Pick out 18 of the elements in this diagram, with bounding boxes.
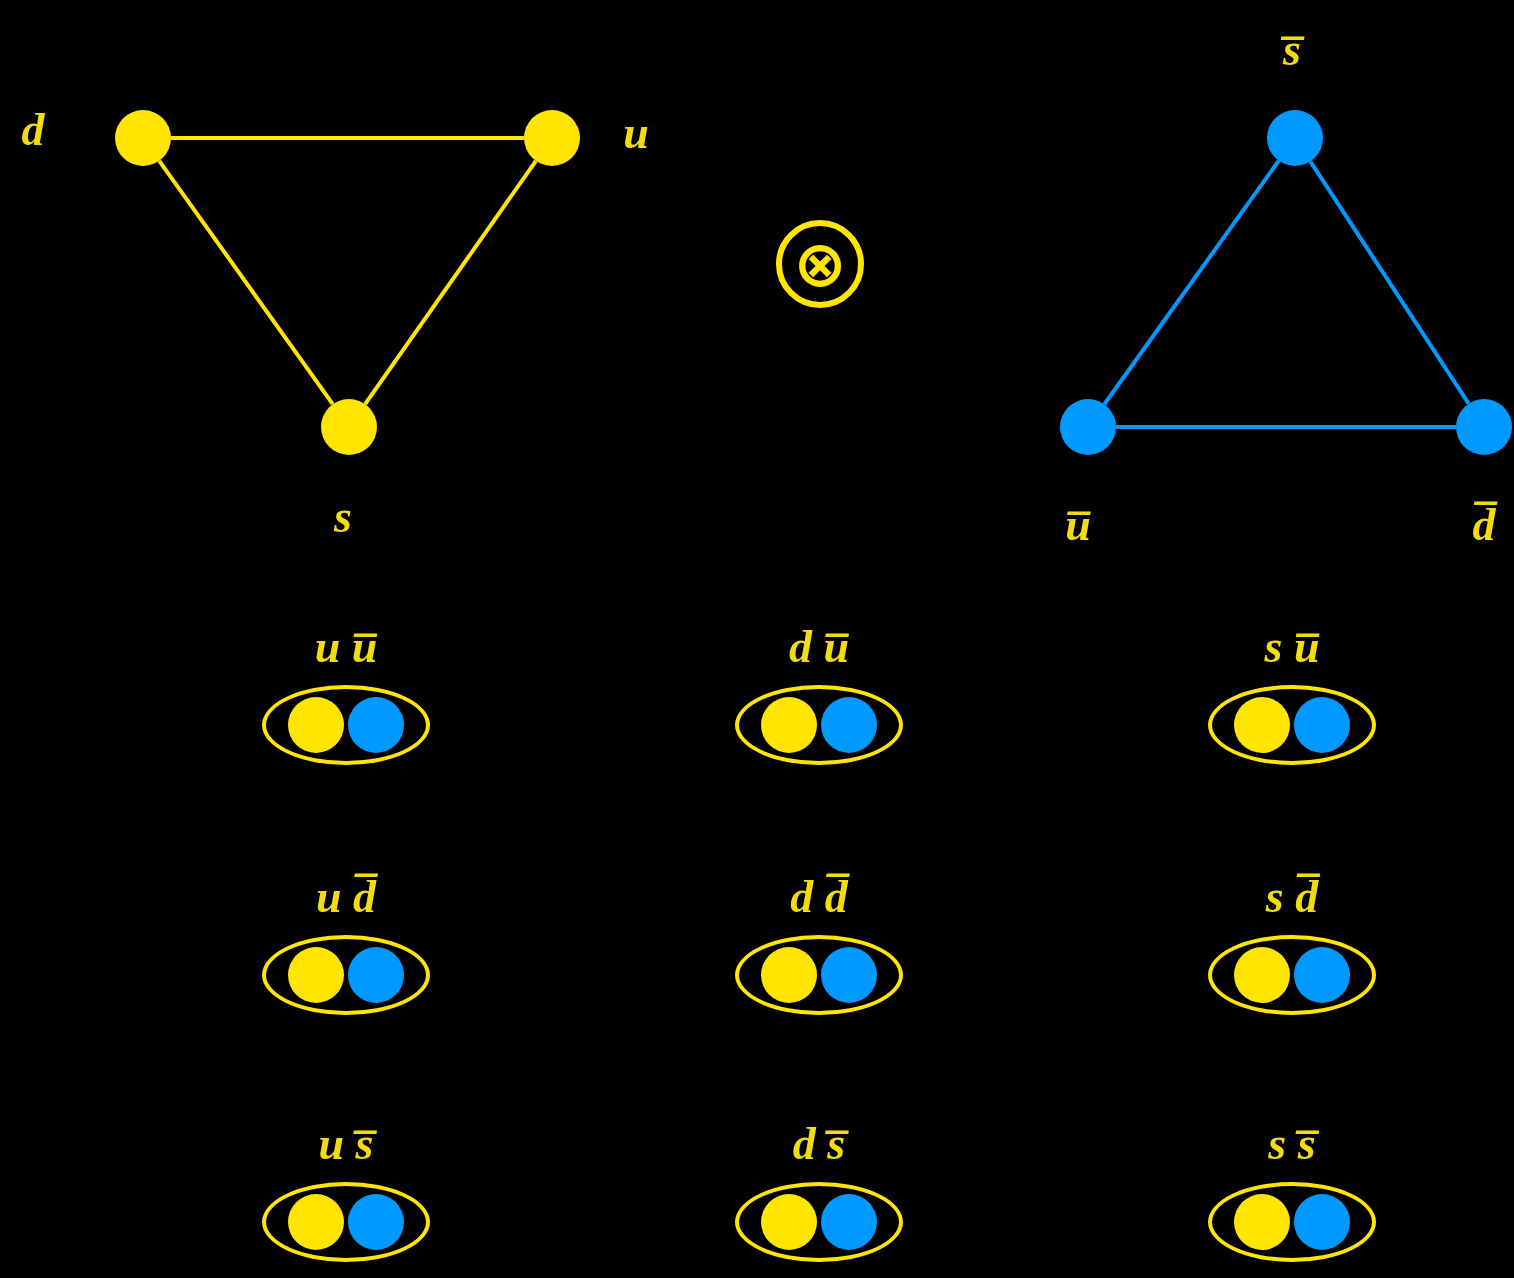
flavor-label: u	[623, 110, 649, 156]
meson-label: s d̅	[1265, 870, 1319, 924]
meson-label: u u̅	[314, 620, 378, 674]
edge-line	[363, 159, 538, 406]
edge-line	[1116, 425, 1456, 429]
tensor-product-symbol: ⊗	[776, 220, 864, 308]
flavor-label: s	[334, 494, 352, 540]
edge-line	[1308, 160, 1471, 405]
meson-label: u d̅	[315, 870, 377, 924]
edge-line	[157, 159, 335, 406]
flavor-label: u̅	[1065, 502, 1091, 548]
edge-line	[1102, 159, 1281, 406]
flavor-label: d̅	[1472, 502, 1496, 548]
meson-label: d d̅	[790, 870, 848, 924]
edge-line	[171, 136, 524, 140]
meson-label: s u̅	[1264, 620, 1320, 674]
flavor-label: d	[21, 107, 45, 153]
meson-label: d u̅	[788, 620, 850, 674]
